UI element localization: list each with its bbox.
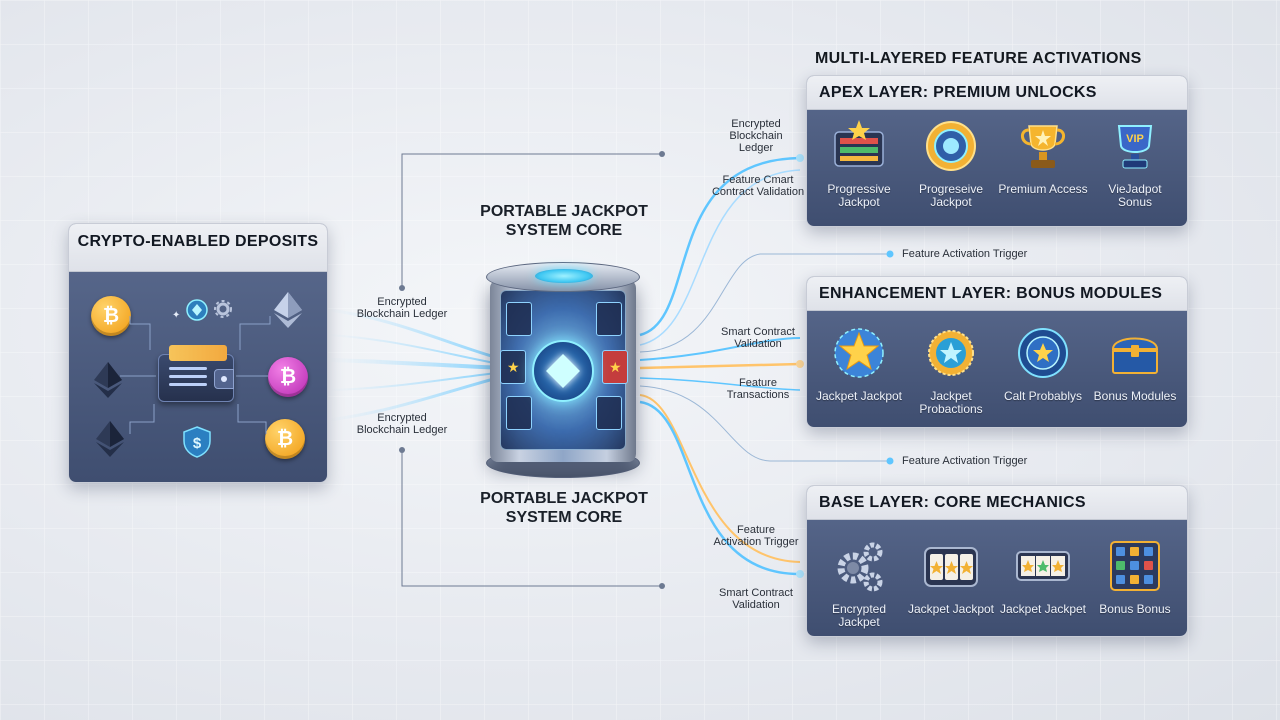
core-title-bottom: PORTABLE JACKPOT SYSTEM CORE (480, 490, 648, 526)
smart-contract-note-1: Smart Contract Validation (721, 326, 795, 350)
endpoint-dot (796, 360, 804, 368)
endpoint-dot (796, 570, 804, 578)
base-item-label: Jackpet Jackpet (999, 602, 1087, 616)
deposits-title: CRYPTO-ENABLED DEPOSITS (69, 224, 327, 272)
apex-item-label: Progreseive Jackpot (918, 182, 984, 209)
apex-layer-panel: APEX LAYER: PREMIUM UNLOCKS Progressive … (806, 75, 1188, 227)
base-item-jackpet-jackpot: Jackpet Jackpot (906, 538, 996, 629)
base-item-label: Jackpet Jackpot (907, 602, 995, 616)
svg-text:$: $ (193, 435, 202, 452)
base-item-bonus-bonus: Bonus Bonus (1090, 538, 1180, 629)
enh-item-calt-probablys: Calt Probablys (998, 325, 1088, 416)
ethereum-icon (96, 421, 124, 457)
jackpot-core-cylinder: ★ ★ (486, 256, 640, 478)
base-item-label: Encrypted Jackpet (831, 602, 887, 629)
enh-item-label: Jackpet Probactions (919, 389, 983, 416)
apex-item-premium-access: Premium Access (998, 118, 1088, 209)
trigger-note-1: Feature Activation Trigger (902, 248, 1028, 260)
enh-item-jackpet-jackpot: Jackpet Jackpot (814, 325, 904, 416)
wallet-connector-lines (120, 316, 271, 434)
enh-item-jackpet-probactions: Jackpet Probactions (906, 325, 996, 416)
dollar-shield-icon: $ (183, 426, 211, 458)
base-layer-panel: BASE LAYER: CORE MECHANICS Encrypted Jac… (806, 485, 1188, 637)
gear-icon (214, 300, 232, 318)
apex-item-progressive-jackpot: Progressive Jackpot (814, 118, 904, 209)
ledger-note-top: Encrypted Blockchain Ledger (356, 296, 448, 320)
enh-item-label: Bonus Modules (1093, 389, 1177, 403)
bonus-grid-icon (1110, 541, 1160, 591)
enh-item-bonus-modules: Bonus Modules (1090, 325, 1180, 416)
vip-trophy-icon: VIP (1117, 125, 1153, 169)
activation-beams (639, 156, 890, 576)
apex-item-label: Premium Access (998, 182, 1088, 196)
shield-gem-icon (186, 299, 208, 321)
ledger-bracket-line (401, 153, 662, 288)
wallet-icon (158, 345, 234, 402)
base-item-jackpet-jackpet: Jackpet Jackpet (998, 538, 1088, 629)
bitcoin-coin-icon: ₿ (268, 357, 308, 397)
star-burst-icon (834, 328, 884, 378)
bracket-dot (659, 151, 665, 157)
enh-item-label: Jackpet Jackpot (815, 389, 903, 403)
apex-item-vip-bonus: VIP VieJadpot Sonus (1090, 118, 1180, 209)
apex-item-label: Progressive Jackpot (827, 182, 891, 209)
ledger-note-bottom: Encrypted Blockchain Ledger (356, 412, 448, 436)
star-coin-icon (928, 330, 974, 376)
enhancement-layer-title: ENHANCEMENT LAYER: BONUS MODULES (807, 277, 1187, 311)
apex-ledger-note: Encrypted Blockchain Ledger (729, 118, 783, 154)
trigger-dot (886, 457, 894, 465)
diagram-title: MULTI-LAYERED FEATURE ACTIVATIONS (815, 50, 1142, 67)
smart-contract-note-2: Smart Contract Validation (719, 587, 793, 611)
screen-panel-icon (596, 396, 622, 430)
slot-reels-icon (924, 547, 978, 587)
sparkle-icon: ✦ (172, 310, 181, 321)
vip-badge-text: VIP (1126, 133, 1144, 145)
progressive-medal-icon (926, 121, 976, 171)
bitcoin-coin-icon: ₿ (91, 296, 131, 336)
bracket-dot (399, 285, 405, 291)
trophy-icon (1021, 125, 1065, 168)
base-layer-title: BASE LAYER: CORE MECHANICS (807, 486, 1187, 520)
base-item-label: Bonus Bonus (1099, 602, 1171, 616)
ledger-bracket-line (401, 450, 662, 587)
trigger-note-2: Feature Activation Trigger (902, 455, 1028, 467)
enhancement-layer-panel: ENHANCEMENT LAYER: BONUS MODULES Jackpet… (806, 276, 1188, 428)
apex-item-progressive-medal: Progreseive Jackpot (906, 118, 996, 209)
core-gem-icon (532, 340, 594, 402)
apex-item-label: VieJadpot Sonus (1108, 182, 1162, 209)
treasure-chest-icon (1111, 337, 1159, 374)
ethereum-icon (94, 362, 122, 398)
star-card-icon: ★ (602, 350, 628, 384)
ethereum-icon (274, 292, 302, 328)
bracket-dot (659, 583, 665, 589)
star-ring-icon (1018, 328, 1068, 378)
base-item-encrypted-jackpet: Encrypted Jackpet (814, 538, 904, 629)
apex-validation-note: Feature Cmart Contract Validation (711, 174, 805, 198)
trigger-dot (886, 250, 894, 258)
feature-transactions-note: Feature Transactions (726, 377, 790, 401)
core-title-top: PORTABLE JACKPOT SYSTEM CORE (480, 203, 648, 239)
screen-panel-icon (596, 302, 622, 336)
bitcoin-coin-icon: ₿ (265, 419, 305, 459)
screen-panel-icon (506, 396, 532, 430)
screen-panel-icon (506, 302, 532, 336)
star-card-icon: ★ (500, 350, 526, 384)
jackpot-board-icon (834, 120, 884, 167)
base-trigger-note: Feature Activation Trigger (713, 524, 799, 548)
slot-reels-small-icon (1016, 551, 1070, 581)
gears-icon (837, 542, 883, 592)
apex-layer-title: APEX LAYER: PREMIUM UNLOCKS (807, 76, 1187, 110)
bracket-dot (399, 447, 405, 453)
enh-item-label: Calt Probablys (1003, 389, 1083, 403)
endpoint-dot (796, 154, 804, 162)
deposit-beams (329, 308, 506, 422)
